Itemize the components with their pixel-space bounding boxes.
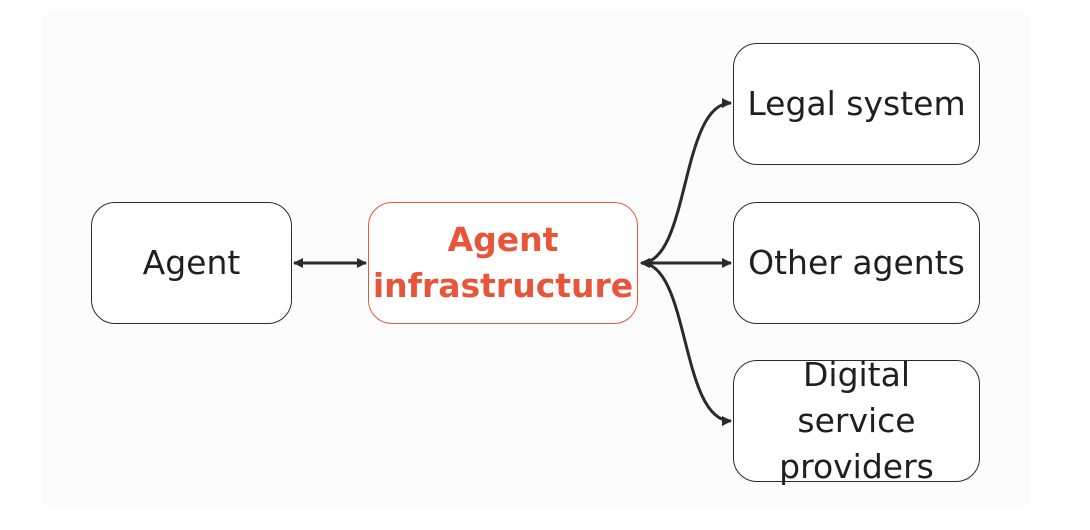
node-legal-system-label: Legal system [747,84,966,123]
node-digital-service-providers-line2: providers [779,447,934,486]
edge-infrastructure-digital [640,258,732,426]
node-agent-infrastructure-line1: Agent [447,220,559,259]
node-agent: Agent [91,202,292,324]
node-digital-service-providers-line1: Digital service [797,355,916,440]
node-agent-infrastructure-line2: infrastructure [372,266,634,305]
node-other-agents: Other agents [733,202,980,324]
edge-infrastructure-legal [640,98,732,268]
node-digital-service-providers: Digital service providers [733,355,980,486]
node-agent-infrastructure: Agent infrastructure [368,202,638,324]
node-other-agents-label: Other agents [748,243,965,282]
node-legal-system: Legal system [733,43,980,165]
node-agent-label: Agent [142,243,241,282]
